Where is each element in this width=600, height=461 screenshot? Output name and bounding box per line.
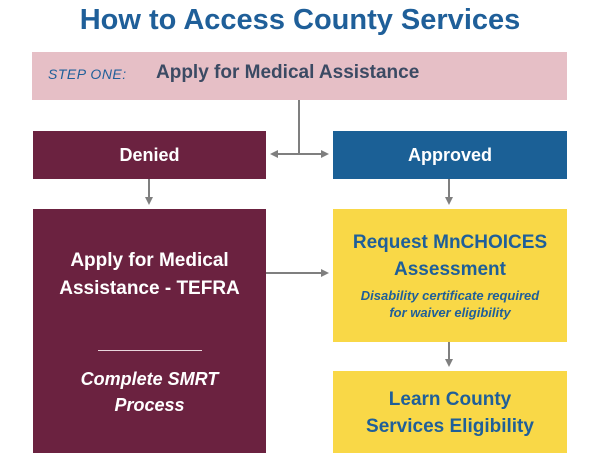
step-one-label: STEP ONE: (48, 66, 127, 82)
smrt-line2: Process (114, 395, 185, 415)
mnchoices-box (333, 209, 567, 342)
smrt-process-text: Complete SMRT Process (33, 366, 266, 418)
learn-eligibility-title: Learn County Services Eligibility (333, 386, 567, 440)
mnchoices-title-line1: Request MnCHOICES (352, 232, 548, 253)
step-one-text: Apply for Medical Assistance (156, 62, 420, 83)
learn-line1: Learn County (388, 389, 512, 410)
page-title: How to Access County Services (79, 4, 521, 36)
tefra-title-line2: Assistance - TEFRA (59, 278, 240, 299)
tefra-divider (98, 350, 202, 351)
learn-line2: Services Eligibility (366, 416, 534, 437)
learn-eligibility-box (333, 371, 567, 453)
disability-note: Disability certificate required for waiv… (333, 287, 567, 321)
disability-note-line1: Disability certificate required (360, 288, 540, 303)
disability-note-line2: for waiver eligibility (389, 305, 511, 320)
tefra-title-line1: Apply for Medical (70, 250, 229, 271)
denied-box: Denied (33, 131, 266, 179)
approved-box: Approved (333, 131, 567, 179)
tefra-box (33, 209, 266, 453)
mnchoices-title-line2: Assessment (394, 259, 506, 280)
tefra-title: Apply for Medical Assistance - TEFRA (33, 247, 266, 303)
step-one-box (32, 52, 567, 100)
mnchoices-title: Request MnCHOICES Assessment (333, 229, 567, 283)
smrt-line1: Complete SMRT (80, 369, 219, 389)
